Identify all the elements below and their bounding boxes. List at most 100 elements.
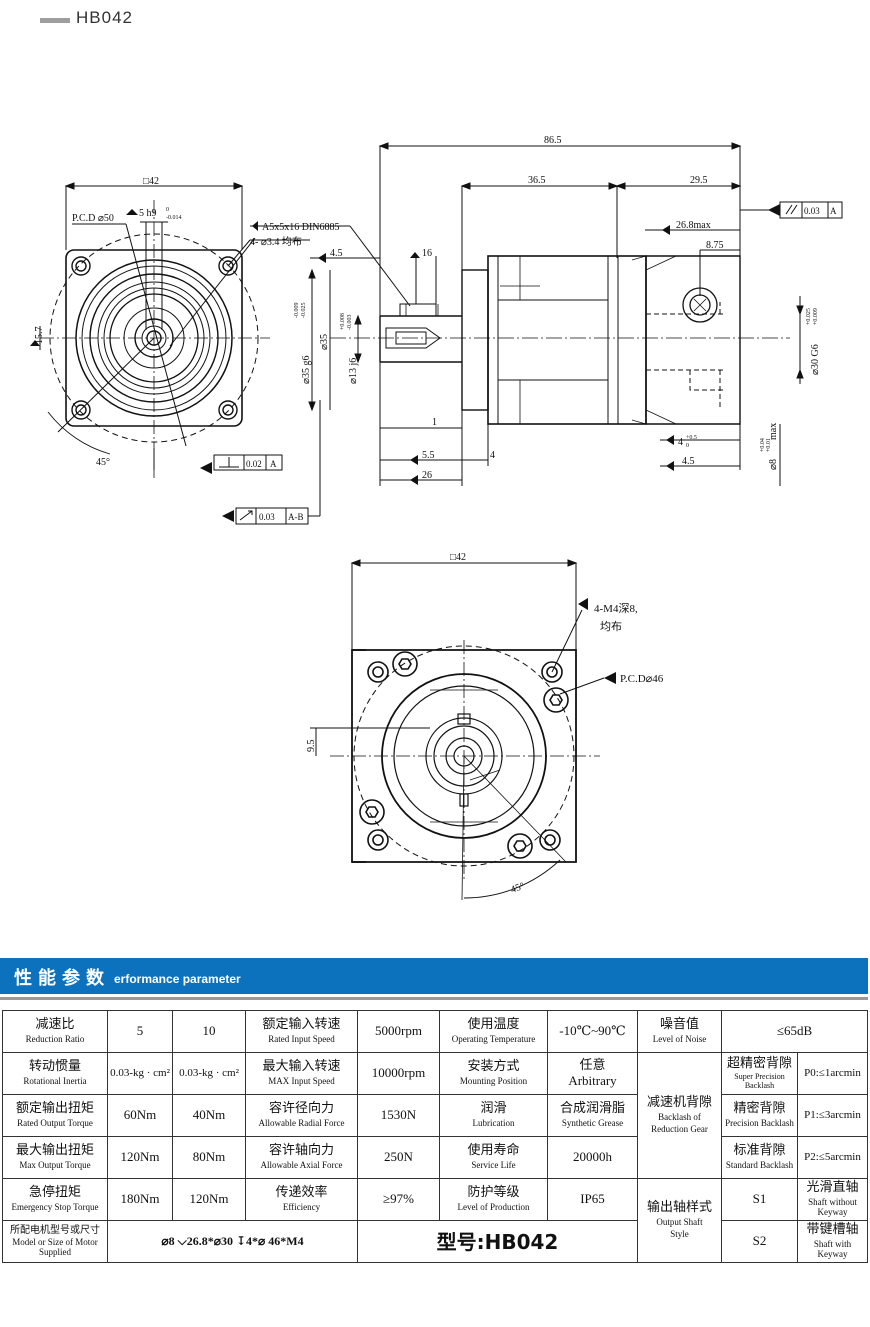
- table-cell: P2:≤5arcmin: [797, 1136, 868, 1179]
- table-cell: -10℃~90℃: [547, 1010, 638, 1053]
- output-housing-side: [646, 255, 741, 425]
- performance-title-en: erformance parameter: [114, 972, 241, 986]
- dimension-label: 8.75: [706, 240, 724, 251]
- dimension-label: P.C.D⌀46: [620, 673, 664, 685]
- table-cell: 60Nm: [107, 1094, 173, 1137]
- header-divider: [0, 997, 868, 1000]
- dimension-label: 4- ⌀3.4 均布: [250, 236, 302, 248]
- table-cell: 120Nm: [107, 1136, 173, 1179]
- table-cell: 120Nm: [172, 1178, 246, 1221]
- side-view: 86.5 36.5 29.5 0.03 A 26.8max 8.75 4.5 1…: [294, 135, 843, 486]
- dimension-label: 26.8max: [676, 220, 711, 231]
- dimension-label: 4: [678, 437, 683, 448]
- dimension-label: +0.008: [340, 313, 346, 330]
- table-cell: ⌀8 ⌵26.8*⌀30 ↧4*⌀ 46*M4: [107, 1220, 358, 1263]
- dimension-label: +0.025: [806, 308, 812, 325]
- performance-title-cn: 性能参数: [14, 968, 110, 989]
- dim-square-42-top: □42: [143, 176, 159, 187]
- dimension-label: +0.01: [766, 438, 772, 452]
- table-cell: 0.03-kg · cm²: [107, 1052, 173, 1095]
- model-label: 型号:HB042: [357, 1220, 638, 1263]
- dimension-label: 9.5: [306, 740, 317, 753]
- input-flange-view: □42 5 h9 0 -0.014 P.C.D ⌀50 15.7 4- ⌀3.4…: [30, 176, 411, 525]
- dim-86-5: 86.5: [544, 135, 562, 146]
- dimension-label: +0.04: [760, 438, 766, 452]
- dimension-label: 0.03: [259, 512, 275, 522]
- performance-header: 性能参数 erformance parameter: [0, 958, 868, 994]
- output-mounting-holes: [359, 651, 569, 859]
- dim-square-42-front: □42: [450, 552, 466, 563]
- table-cell: 250N: [357, 1136, 440, 1179]
- dimension-label: A-B: [288, 512, 304, 522]
- table-cell: 20000h: [547, 1136, 638, 1179]
- output-flange-view: □42 9.5 4-M4深8, 均布: [306, 552, 664, 901]
- dimension-label: +0.009: [813, 308, 819, 325]
- table-cell: 10: [172, 1010, 246, 1053]
- dimension-label: P.C.D ⌀50: [72, 213, 114, 224]
- table-cell: S1: [721, 1178, 798, 1221]
- dimension-label: ⌀35: [319, 334, 330, 350]
- angle-45-output: 45°: [509, 881, 526, 896]
- table-cell: 5000rpm: [357, 1010, 440, 1053]
- output-flange-outline: [351, 649, 577, 863]
- dimension-label: max: [768, 423, 779, 440]
- table-cell: 1530N: [357, 1094, 440, 1137]
- dimension-label: ⌀35 g6: [301, 355, 312, 384]
- dimension-label: 5.5: [422, 450, 435, 461]
- angle-45-input: 45°: [96, 457, 110, 468]
- table-cell: IP65: [547, 1178, 638, 1221]
- dimension-label: 36.5: [528, 175, 546, 186]
- dimension-label: +0.5: [686, 435, 697, 441]
- table-cell: S2: [721, 1220, 798, 1263]
- dimension-label: A5x5x16 DIN6885: [262, 222, 340, 233]
- dimension-label: 4.5: [682, 456, 695, 467]
- table-cell: P1:≤3arcmin: [797, 1094, 868, 1137]
- technical-drawing: □42 5 h9 0 -0.014 P.C.D ⌀50 15.7 4- ⌀3.4…: [30, 135, 843, 901]
- table-cell: 0.03-kg · cm²: [172, 1052, 246, 1095]
- dimension-label: 4-M4深8,: [594, 602, 638, 615]
- dimension-label: 0: [166, 207, 169, 213]
- dimension-label: -0.003: [347, 315, 353, 331]
- dimension-label: 15.7: [34, 327, 45, 345]
- dimension-label: A: [830, 206, 837, 216]
- table-cell: P0:≤1arcmin: [797, 1052, 868, 1095]
- dimension-label: -0.014: [166, 215, 182, 221]
- dimension-label: 29.5: [690, 175, 708, 186]
- table-cell: 5: [107, 1010, 173, 1053]
- dimension-label: 0.02: [246, 459, 262, 469]
- dimension-label: -0.025: [301, 303, 307, 319]
- input-flange-side: [461, 269, 489, 411]
- dimension-label: ⌀30 G6: [810, 344, 821, 375]
- dimension-label: 均布: [600, 620, 622, 633]
- table-cell: ≥97%: [357, 1178, 440, 1221]
- dimension-label: -0.009: [294, 303, 300, 319]
- page-title: HB042: [76, 8, 133, 27]
- dimension-label: 0.03: [804, 206, 820, 216]
